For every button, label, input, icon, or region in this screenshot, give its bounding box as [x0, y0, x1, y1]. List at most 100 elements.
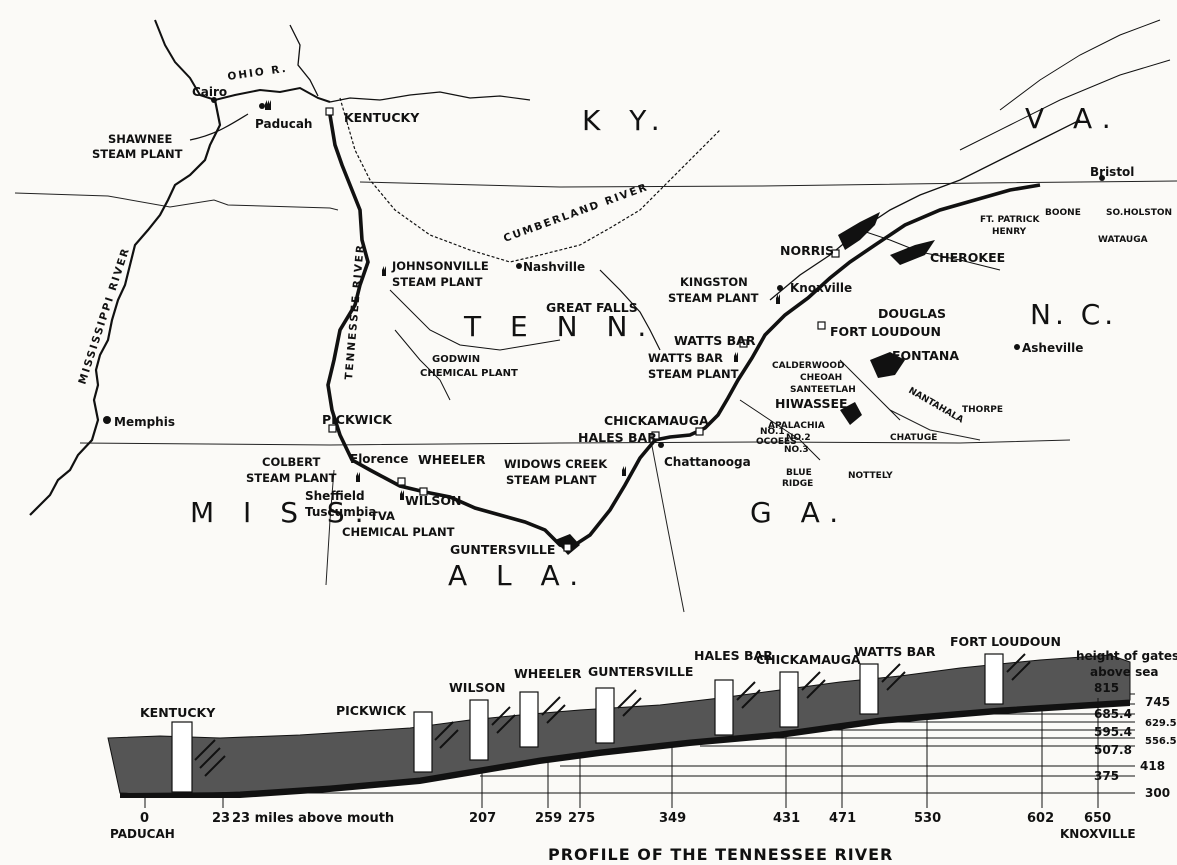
dam-label-nottely: NOTTELY	[848, 471, 893, 481]
dam-label-nantahala: NANTAHALA	[907, 386, 965, 425]
plant-icon-widows	[612, 466, 626, 476]
border-nc-ga	[889, 409, 981, 441]
green-river-line	[329, 91, 531, 103]
plant-label-godwin-2: CHEMICAL PLANT	[420, 368, 518, 379]
dam-label-boone: BOONE	[1045, 208, 1081, 218]
mile-label-471: 471	[829, 811, 856, 826]
plant-icon-shawnee	[255, 100, 271, 110]
plant-label-colbert-1: COLBERT	[262, 455, 321, 469]
hiwassee-river-line	[739, 399, 821, 461]
plant-icon-colbert	[346, 472, 360, 482]
dam-label-greatfalls: GREAT FALLS	[546, 300, 638, 315]
cherokee-reservoir	[890, 240, 935, 265]
dam-label-fortloudoun: FORT LOUDOUN	[830, 324, 941, 339]
duck-river-line	[389, 289, 561, 351]
city-dot-chattanooga	[658, 442, 664, 448]
profile-label-halesbar: HALES BAR	[694, 648, 773, 663]
dam-label-guntersville: GUNTERSVILLE	[450, 542, 555, 557]
river-profile: KENTUCKY PICKWICK WILSON WHEELER GUNTERS…	[107, 634, 1177, 864]
dam-label-chickamauga: CHICKAMAUGA	[604, 413, 709, 428]
border-miss-ala	[325, 469, 335, 586]
profile-title: PROFILE OF THE TENNESSEE RIVER	[548, 845, 893, 864]
state-label-ky: K Y.	[582, 104, 670, 137]
state-label-ala: A L A.	[448, 559, 588, 592]
river-label-tennessee: TENNESSEE RIVER	[343, 243, 367, 381]
elev-label-418: 418	[1140, 759, 1165, 773]
dam-marker-wattsbar	[739, 339, 748, 348]
mile-label-23: 23	[212, 811, 230, 826]
profile-dam-wheeler	[519, 691, 539, 748]
elev-label-745: 745	[1145, 695, 1170, 709]
city-markers	[103, 97, 1105, 448]
plant-label-widows-1: WIDOWS CREEK	[504, 457, 608, 471]
shawnee-pointer-arrow	[189, 113, 249, 141]
dam-label-calderwood: CALDERWOOD	[772, 361, 845, 371]
spillway-pickwick	[434, 721, 459, 749]
profile-dam-chickamauga	[779, 671, 799, 728]
city-label-memphis: Memphis	[114, 415, 175, 429]
city-label-asheville: Asheville	[1022, 341, 1083, 355]
city-dot-asheville	[1014, 344, 1020, 350]
city-dot-bristol	[1099, 175, 1105, 181]
dam-marker-wilson	[397, 477, 406, 486]
dam-label-watauga: WATAUGA	[1098, 235, 1148, 245]
river-label-mississippi: MISSISSIPPI RIVER	[76, 245, 132, 385]
dam-marker-wheeler	[419, 487, 428, 496]
buffalo-river-line	[394, 329, 451, 401]
gates-header-2: above sea	[1090, 665, 1158, 679]
city-labels: Cairo Paducah Nashville Knoxville Bristo…	[114, 85, 1134, 519]
state-borders	[14, 180, 1177, 613]
river-label-cumberland: CUMBERLAND RIVER	[502, 181, 650, 245]
dam-label-norris: NORRIS	[780, 243, 834, 258]
elev-label-685: 685.4	[1094, 707, 1132, 721]
profile-label-guntersville: GUNTERSVILLE	[588, 664, 693, 679]
city-label-sheffield: Sheffield	[305, 489, 365, 503]
elev-label-300: 300	[1145, 786, 1170, 800]
plant-label-tvachem-1: TVA	[370, 509, 395, 523]
city-dot-paducah	[259, 103, 265, 109]
state-label-nc: N. C.	[1030, 298, 1117, 331]
city-label-paducah: Paducah	[255, 117, 312, 131]
profile-label-fortloudoun: FORT LOUDOUN	[950, 634, 1061, 649]
dam-label-ocoee1: NO.1	[760, 427, 785, 437]
spillway-wilson	[491, 706, 516, 734]
spillway-wheeler	[541, 696, 566, 724]
plant-icon-tvachem	[390, 490, 404, 500]
norris-reservoir	[838, 212, 880, 250]
fontana-reservoir	[870, 352, 905, 378]
elev-label-629: 629.5	[1145, 718, 1177, 729]
spillway-kentucky	[194, 739, 226, 777]
state-label-ga: G A.	[750, 496, 848, 529]
dam-label-cheoah: CHEOAH	[800, 373, 842, 383]
mile-label-530: 530	[914, 811, 941, 826]
mile-label-207: 207	[469, 811, 496, 826]
dam-label-ocoees: OCOEES	[756, 437, 797, 447]
dam-labels: KENTUCKY NORRIS CHEROKEE DOUGLAS FORT LO…	[322, 110, 1172, 557]
dam-marker-kentucky	[325, 107, 334, 116]
profile-dam-pickwick	[413, 711, 433, 773]
profile-dam-halesbar	[714, 679, 734, 736]
city-dot-cairo	[211, 97, 217, 103]
wabash-river-line	[289, 24, 319, 97]
profile-dam-kentucky	[171, 721, 193, 793]
plant-label-godwin-1: GODWIN	[432, 354, 480, 365]
dam-label-pickwick: PICKWICK	[322, 412, 393, 427]
profile-label-kentucky: KENTUCKY	[140, 705, 216, 720]
dam-label-ftpatrick-2: HENRY	[992, 227, 1027, 237]
dam-label-wilson: WILSON	[405, 493, 462, 508]
ohio-river-line	[154, 19, 331, 103]
elev-label-375: 375	[1094, 769, 1119, 783]
plant-label-kingston-2: STEAM PLANT	[668, 291, 759, 305]
city-dot-nashville	[516, 263, 522, 269]
dam-marker-chickamauga	[695, 427, 704, 436]
dam-label-ftpatrick-1: FT. PATRICK	[980, 215, 1041, 225]
spillway-guntersville	[617, 689, 642, 717]
dam-label-thorpe: THORPE	[962, 405, 1003, 415]
border-ky-tenn-west	[14, 192, 339, 211]
dam-label-ocoee2: NO.2	[786, 433, 811, 443]
mile-label-275: 275	[568, 811, 595, 826]
dam-label-halesbar: HALES BAR	[578, 430, 657, 445]
little-tennessee-line	[839, 359, 901, 421]
spillway-chickamauga	[801, 671, 826, 699]
